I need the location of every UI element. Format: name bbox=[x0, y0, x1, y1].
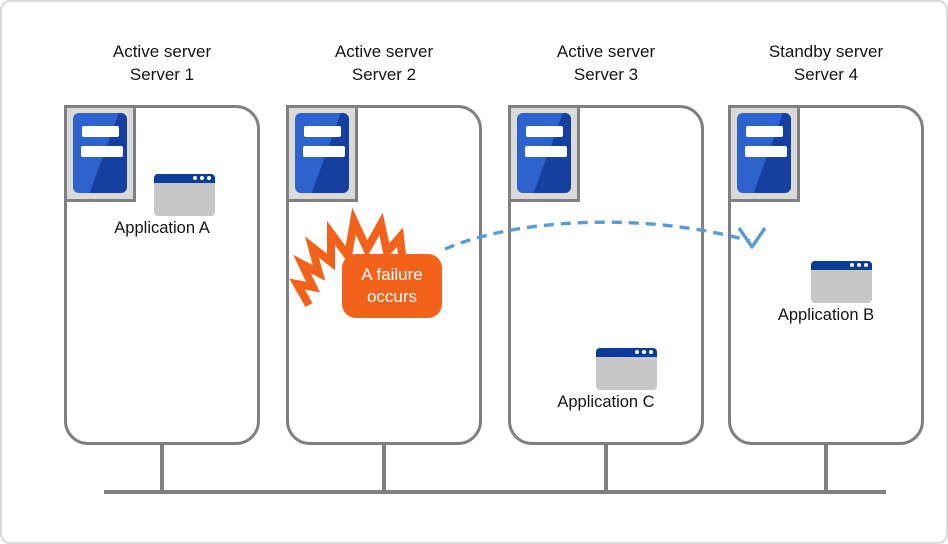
server-tower-icon bbox=[728, 105, 800, 202]
server3-role: Active server bbox=[556, 42, 656, 61]
app-window-icon bbox=[154, 174, 215, 216]
server-tower-icon bbox=[286, 105, 358, 202]
app-window-icon bbox=[596, 348, 657, 390]
failure-line2: occurs bbox=[366, 287, 418, 306]
server1-box: Application A bbox=[64, 105, 260, 445]
server2-header: Active server Server 2 bbox=[286, 40, 482, 86]
app-window-icon bbox=[811, 261, 872, 303]
application-b-label: Application B bbox=[777, 306, 875, 324]
failure-callout: A failure occurs bbox=[342, 254, 442, 318]
server1-role: Active server bbox=[112, 42, 212, 61]
server2-role: Active server bbox=[334, 42, 434, 61]
server3-header: Active server Server 3 bbox=[508, 40, 704, 86]
server-tower-icon bbox=[64, 105, 136, 202]
server2-name: Server 2 bbox=[351, 65, 417, 84]
application-c-label: Application C bbox=[557, 393, 655, 411]
network-bus-line bbox=[104, 443, 886, 494]
server3-name: Server 3 bbox=[573, 65, 639, 84]
server1-name: Server 1 bbox=[129, 65, 195, 84]
server3-box: Application C bbox=[508, 105, 704, 445]
server4-role: Standby server bbox=[768, 42, 884, 61]
server-tower-icon bbox=[508, 105, 580, 202]
server1-header: Active server Server 1 bbox=[64, 40, 260, 86]
application-a-label: Application A bbox=[114, 219, 210, 237]
server4-box: Application B bbox=[728, 105, 924, 445]
server4-name: Server 4 bbox=[793, 65, 859, 84]
server4-header: Standby server Server 4 bbox=[728, 40, 924, 86]
failure-line1: A failure bbox=[361, 265, 423, 284]
